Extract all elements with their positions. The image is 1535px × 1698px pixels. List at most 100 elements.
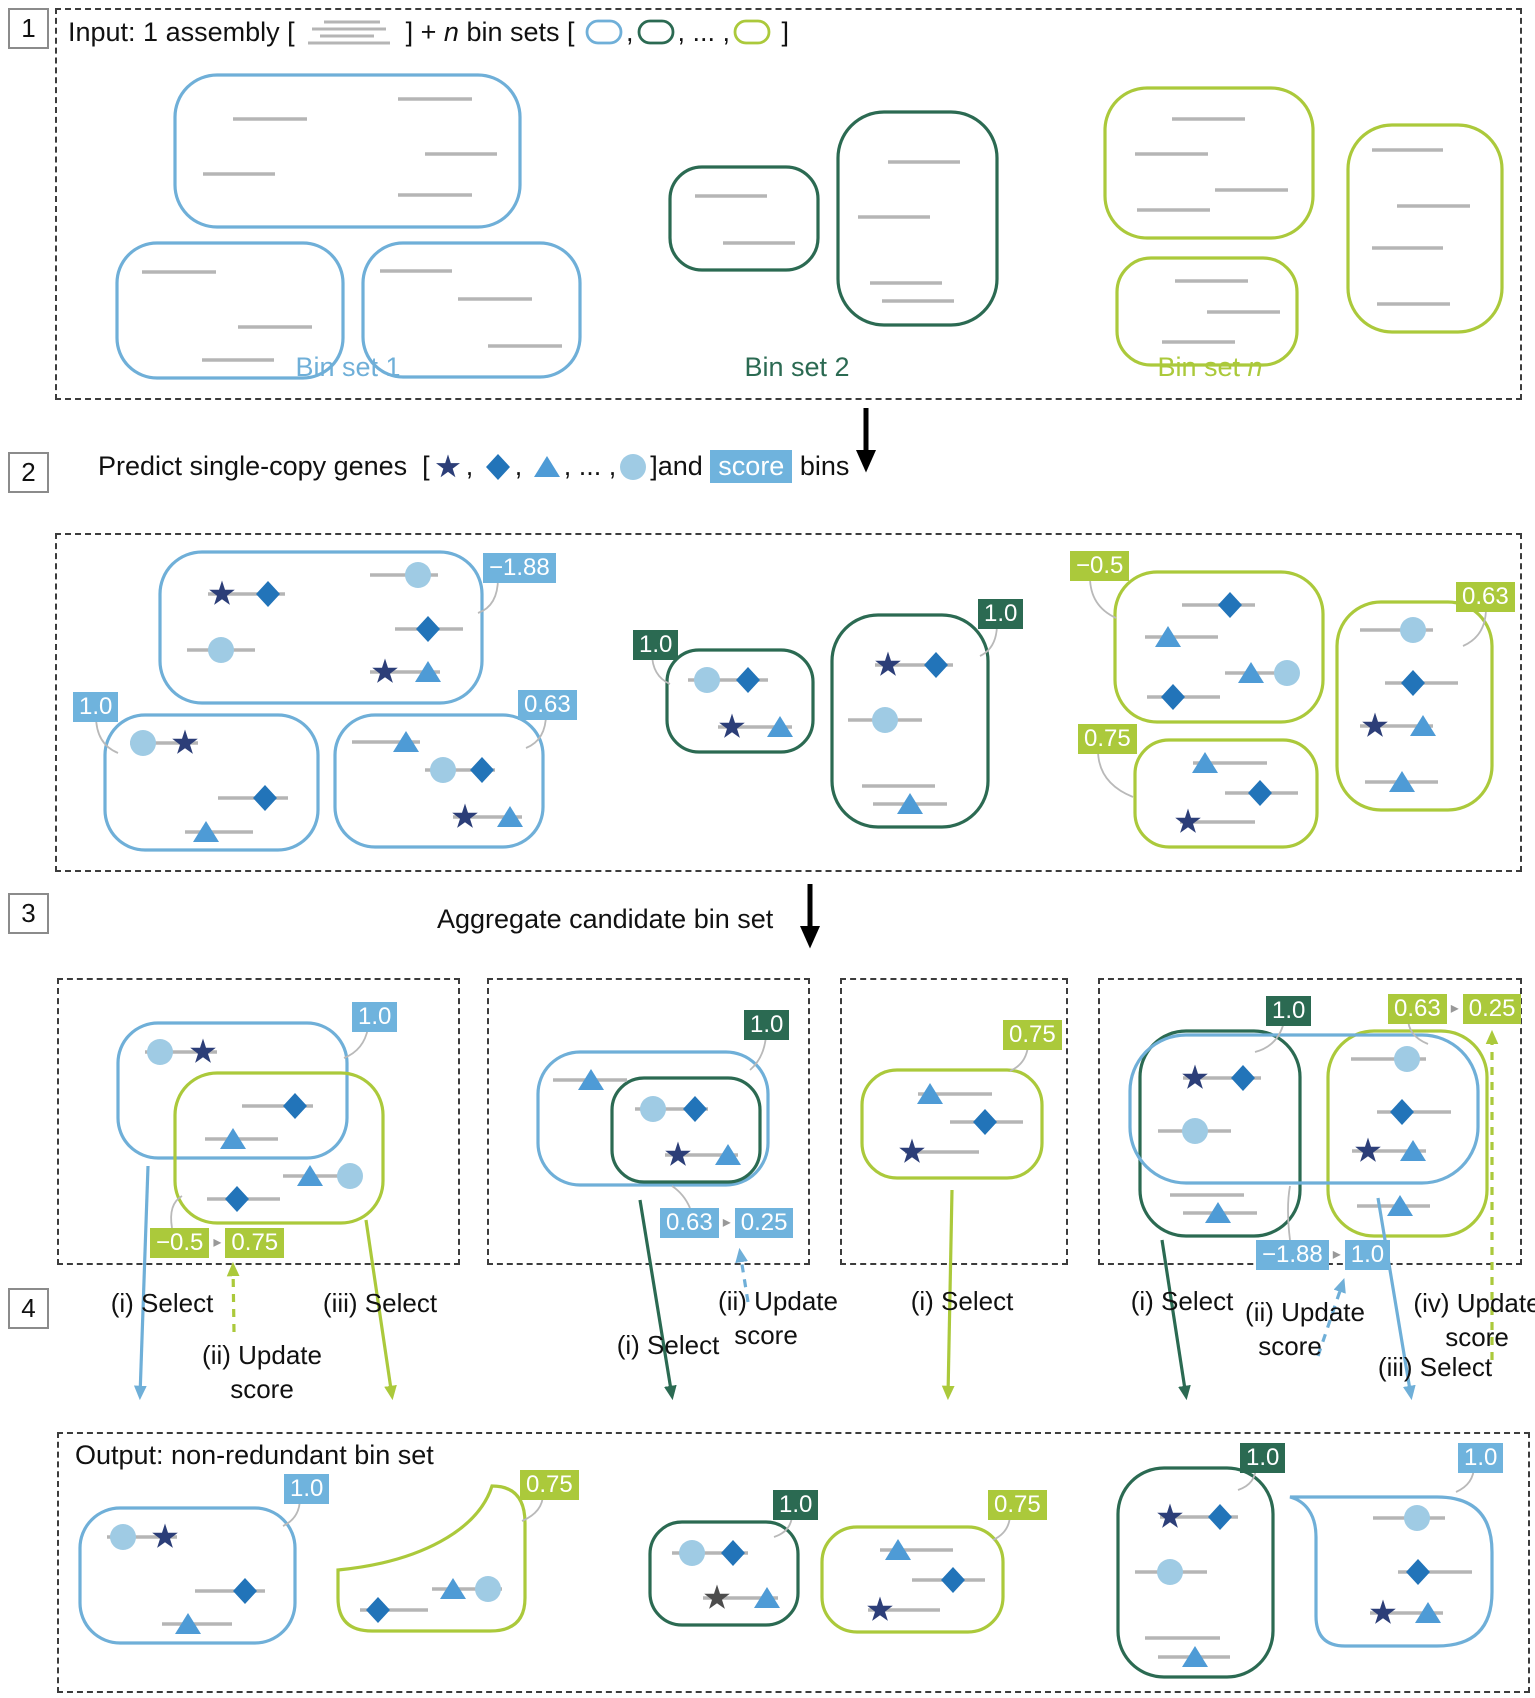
gene-star-icon (452, 803, 478, 828)
gene-circle-icon (1157, 1559, 1183, 1585)
process-label: (i) Select (910, 1286, 1014, 1316)
badge-connector (1097, 749, 1134, 798)
gene-triangle-icon (220, 1128, 246, 1149)
gene-triangle-icon (1387, 1195, 1413, 1216)
gene-star-icon (1355, 1137, 1381, 1162)
predict-title-ellipsis: , ... , (563, 451, 617, 481)
gene-circle-icon (1404, 1505, 1430, 1531)
output-panel (57, 1432, 1530, 1693)
gene-triangle-icon (1192, 752, 1218, 773)
gene-diamond-icon (485, 453, 510, 480)
gene-diamond-icon (973, 1109, 997, 1135)
score-badge: 1.0 (284, 1474, 330, 1504)
score-badge: 0.75 (988, 1490, 1047, 1520)
badge-connector (1089, 576, 1117, 619)
gene-star-icon (435, 453, 460, 477)
score-value: 1.0 (1240, 1443, 1286, 1473)
gene-diamond-icon (225, 1186, 249, 1212)
input-title: Input: 1 assembly [ ] + n bin sets [ , ,… (68, 14, 789, 50)
score-badge: 1.0 (352, 1002, 398, 1032)
gene-star-icon (172, 729, 198, 754)
score-badge: 0.75 (520, 1470, 579, 1500)
gene-circle-icon (475, 1576, 501, 1602)
gene-diamond-icon (721, 1540, 745, 1566)
output-title: Output: non-redundant bin set (75, 1440, 434, 1470)
score-value: 1.0 (744, 1010, 790, 1040)
score-change-arrow-icon: ▸ (213, 1234, 222, 1251)
gene-diamond-icon (941, 1567, 965, 1593)
gene-circle-icon (208, 637, 234, 663)
score-update-badge: 0.63▸0.25 (660, 1208, 794, 1238)
select-arrow-c (941, 1189, 955, 1401)
score-value: 0.75 (520, 1470, 579, 1500)
gene-diamond-icon (683, 1096, 707, 1122)
binset2-bin-b (836, 110, 999, 327)
gene-triangle-icon (1155, 626, 1181, 647)
candidate-d-blue-bin (1128, 1033, 1480, 1185)
score-badge: 0.63 (1456, 582, 1515, 612)
candidate-d-dark-bin (1138, 1029, 1302, 1238)
gene-diamond-icon (1406, 1559, 1430, 1585)
score-value: 1.0 (1266, 996, 1312, 1026)
candidate-b-blue-bin (536, 1050, 770, 1187)
gene-diamond-icon (283, 1093, 307, 1119)
input-title-text-3: bin sets [ (458, 16, 582, 47)
gene-star-icon (152, 1523, 178, 1548)
gene-diamond-icon (1248, 780, 1272, 806)
scored-panel (55, 533, 1522, 872)
gene-circle-icon (337, 1163, 363, 1189)
gene-triangle-icon (897, 793, 923, 814)
candidate-c-green-bin (860, 1068, 1044, 1180)
gene-star-icon (1182, 1064, 1208, 1089)
gene-triangle-icon (497, 806, 523, 827)
binset1-bin-b (115, 241, 345, 380)
gene-star-icon (190, 1038, 216, 1063)
score-update-badge: −0.5▸0.75 (150, 1228, 285, 1258)
gene-triangle-icon (1415, 1602, 1441, 1623)
score-value: −1.88 (483, 553, 556, 583)
gene-diamond-icon (1401, 670, 1425, 696)
aggregate-title: Aggregate candidate bin set (437, 904, 774, 934)
gene-star-icon (372, 658, 398, 683)
bin-set-1-label: Bin set 1 (295, 352, 401, 382)
score-change-arrow-icon: ▸ (722, 1214, 731, 1231)
gene-star-icon (1157, 1503, 1183, 1528)
output-blue-bin-1 (78, 1506, 297, 1645)
gene-star-icon (1370, 1599, 1396, 1624)
gene-triangle-icon (440, 1578, 466, 1599)
gene-star-icon (665, 1141, 691, 1166)
scored-blue-bin-b (103, 713, 320, 852)
process-label: (ii) Update (718, 1286, 838, 1316)
score-change-arrow-icon: ▸ (1332, 1246, 1341, 1263)
score-value: −0.5 (150, 1228, 210, 1258)
gene-triangle-icon (533, 455, 560, 477)
gene-diamond-icon (736, 667, 760, 693)
gene-triangle-icon (297, 1165, 323, 1186)
gene-circle-icon (872, 707, 898, 733)
gene-star-icon (1362, 712, 1388, 737)
badge-connector (343, 1027, 369, 1059)
select-arrow-b (638, 1199, 677, 1401)
gene-triangle-icon (193, 821, 219, 842)
scored-green-bin-a (1113, 570, 1325, 724)
predict-title-text-1: Predict single-copy genes [ (98, 451, 430, 481)
gene-triangle-icon (1182, 1646, 1208, 1667)
step-3-box: 3 (8, 893, 49, 934)
scored-green-bin-b (1133, 738, 1319, 849)
gene-diamond-icon (1218, 592, 1242, 618)
input-title-comma-1: , (626, 16, 634, 47)
output-dark-bin-1 (648, 1520, 800, 1627)
score-badge: 1.0 (978, 599, 1024, 629)
gene-triangle-icon (1205, 1202, 1231, 1223)
score-value: −1.88 (1256, 1240, 1329, 1270)
score-value: 1.0 (352, 1002, 398, 1032)
predict-title-comma-2: , (514, 451, 530, 481)
score-update-badge: −1.88▸1.0 (1256, 1240, 1391, 1270)
score-update-badge: 0.63▸0.25 (1388, 994, 1522, 1024)
score-value: 0.63 (660, 1208, 719, 1238)
gene-triangle-icon (885, 1539, 911, 1560)
candidate-panel-1 (57, 978, 460, 1265)
score-value: 0.63 (518, 690, 577, 720)
scored-blue-bin-a (158, 550, 484, 705)
score-badge: −0.5 (1070, 551, 1130, 581)
